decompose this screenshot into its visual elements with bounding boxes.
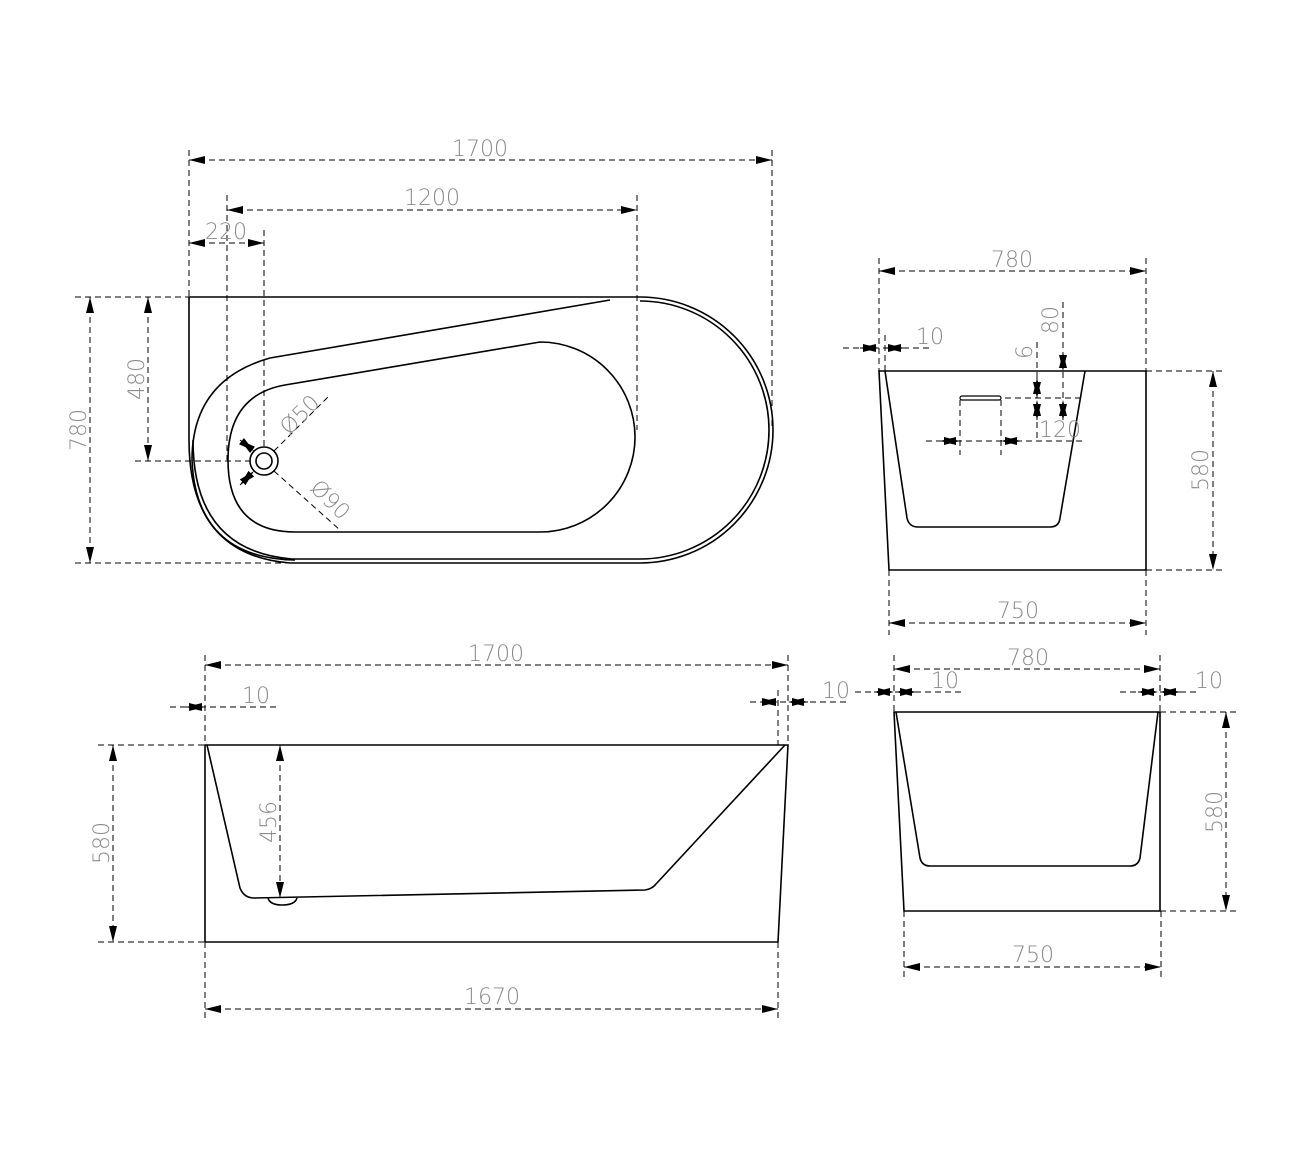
dim-front-height: 580 bbox=[90, 822, 115, 864]
dim-front-wall-right: 10 bbox=[822, 679, 850, 704]
dim-top-drain-position: 480 bbox=[125, 358, 150, 400]
dim-top-length: 1700 bbox=[452, 137, 508, 162]
dim-end2-wall-left: 10 bbox=[931, 669, 959, 694]
dim-top-basin-length: 1200 bbox=[404, 186, 460, 211]
end-view: 780 10 10 580 750 bbox=[855, 646, 1240, 980]
front-view: 1700 10 10 580 456 1670 bbox=[90, 642, 850, 1022]
dim-front-depth: 456 bbox=[257, 801, 282, 843]
dim-overflow-slot: 6 bbox=[1013, 345, 1038, 359]
dim-top-drain-offset: 220 bbox=[205, 220, 247, 245]
dim-end2-height: 580 bbox=[1203, 791, 1228, 833]
dim-drain-outer-diameter: Ø90 bbox=[305, 476, 355, 526]
dim-end-base-width: 750 bbox=[997, 599, 1039, 624]
dim-end2-wall-right: 10 bbox=[1195, 669, 1223, 694]
top-view: 1700 1200 220 780 480 Ø50 Ø90 bbox=[67, 137, 774, 564]
dim-end-wall: 10 bbox=[916, 325, 944, 350]
dim-end-height: 580 bbox=[1189, 449, 1214, 491]
drain-icon bbox=[249, 446, 279, 476]
dim-top-width: 780 bbox=[67, 409, 92, 451]
dim-end2-width: 780 bbox=[1007, 646, 1049, 671]
dim-front-wall-left: 10 bbox=[242, 684, 270, 709]
dim-overflow-height: 80 bbox=[1039, 306, 1064, 334]
dim-front-base-length: 1670 bbox=[464, 985, 520, 1010]
dim-drain-diameter: Ø50 bbox=[276, 391, 326, 441]
end-view-overflow: 780 10 80 6 120 580 750 bbox=[843, 248, 1225, 635]
dim-end-width: 780 bbox=[991, 248, 1033, 273]
overflow-slot bbox=[959, 395, 1002, 401]
dim-end2-base-width: 750 bbox=[1012, 943, 1054, 968]
dim-front-length: 1700 bbox=[468, 642, 524, 667]
dim-overflow-length: 120 bbox=[1039, 418, 1081, 443]
